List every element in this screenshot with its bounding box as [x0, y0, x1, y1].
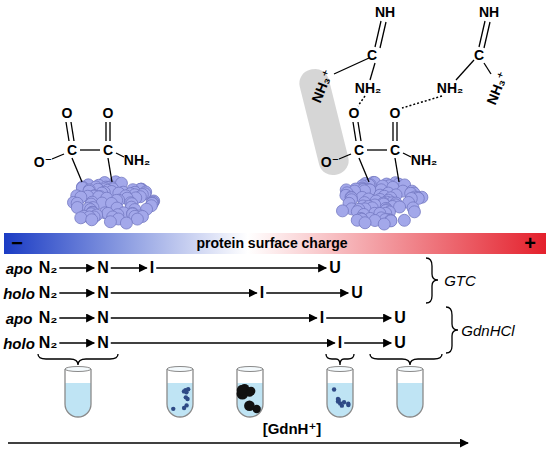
reaction-arrow — [111, 342, 335, 344]
reaction-arrow — [111, 317, 317, 319]
axis-label: − — [11, 233, 23, 253]
state-node: N₂ — [38, 334, 59, 352]
state-node: U — [350, 284, 364, 302]
state-text: I — [320, 309, 324, 326]
state-text: N₂ — [39, 259, 58, 276]
state-node: N₂ — [38, 284, 59, 302]
state-node: N — [96, 284, 110, 302]
reaction-arrow — [156, 267, 326, 269]
atom-label: O — [349, 106, 360, 120]
atom-label: NH — [479, 5, 499, 19]
state-text: N — [97, 284, 109, 301]
state-node: N — [96, 309, 110, 327]
state-text: I — [260, 284, 264, 301]
atom-label: NH₂ — [355, 81, 381, 95]
state-node: N — [96, 334, 110, 352]
atom-label: O⁻ — [321, 155, 339, 169]
axis-label: [GdnH⁺] — [263, 421, 322, 436]
axis-label: protein surface charge — [197, 236, 348, 250]
state-node: I — [149, 259, 155, 277]
reaction-arrow — [59, 317, 94, 319]
atom-label: O — [390, 106, 401, 120]
state-node: I — [319, 309, 325, 327]
atom-label: C — [103, 143, 113, 157]
state-node: I — [259, 284, 265, 302]
atom-label: NH₂ — [124, 153, 150, 167]
atom-label: C — [474, 48, 484, 62]
atom-label: C — [390, 143, 400, 157]
atom-label: C — [367, 48, 377, 62]
state-label: holo — [3, 286, 35, 301]
state-label: apo — [6, 261, 33, 276]
state-text: N₂ — [39, 284, 58, 301]
atom-label: C — [67, 143, 77, 157]
protein-blob — [336, 176, 427, 230]
state-node: I — [337, 334, 343, 352]
state-node: U — [393, 334, 407, 352]
charge-gradient-bar — [4, 233, 546, 254]
state-text: N₂ — [39, 334, 58, 351]
reaction-arrow — [59, 267, 94, 269]
state-text: I — [150, 259, 154, 276]
atom-label: O — [62, 106, 73, 120]
state-label: holo — [3, 336, 35, 351]
reaction-arrow — [59, 292, 94, 294]
state-text: N — [97, 309, 109, 326]
state-node: N₂ — [38, 309, 59, 327]
reaction-arrow — [59, 342, 94, 344]
state-text: U — [351, 284, 363, 301]
denaturant-label: GTC — [444, 273, 476, 288]
protein-blob — [67, 176, 159, 229]
state-text: U — [329, 259, 341, 276]
denaturant-label: GdnHCl — [461, 323, 514, 338]
curly-brace — [38, 258, 458, 365]
reaction-arrow — [326, 317, 391, 319]
state-text: N — [97, 334, 109, 351]
state-node: U — [393, 309, 407, 327]
atom-label: O — [103, 106, 114, 120]
reaction-arrow — [111, 267, 147, 269]
reaction-arrow — [111, 292, 257, 294]
state-node: U — [328, 259, 342, 277]
state-text: N — [97, 259, 109, 276]
state-text: I — [338, 334, 342, 351]
state-text: N₂ — [39, 309, 58, 326]
atom-label: NH₂ — [437, 81, 463, 95]
reaction-arrow — [266, 292, 348, 294]
test-tubes — [65, 367, 423, 418]
atom-label: C — [354, 143, 364, 157]
state-text: U — [394, 309, 406, 326]
state-label: apo — [6, 311, 33, 326]
atom-label: NH — [375, 5, 395, 19]
concentration-axis — [8, 442, 468, 444]
state-text: U — [394, 334, 406, 351]
salt-bridge-highlight — [296, 66, 351, 178]
atom-label: NH₂ — [411, 153, 437, 167]
reaction-arrow — [344, 342, 391, 344]
chemical-bonds — [52, 21, 491, 182]
state-node: N₂ — [38, 259, 59, 277]
atom-label: O⁻ — [34, 155, 52, 169]
atom-label: NH₃⁺ — [484, 70, 510, 107]
state-node: N — [96, 259, 110, 277]
axis-label: + — [524, 233, 536, 253]
